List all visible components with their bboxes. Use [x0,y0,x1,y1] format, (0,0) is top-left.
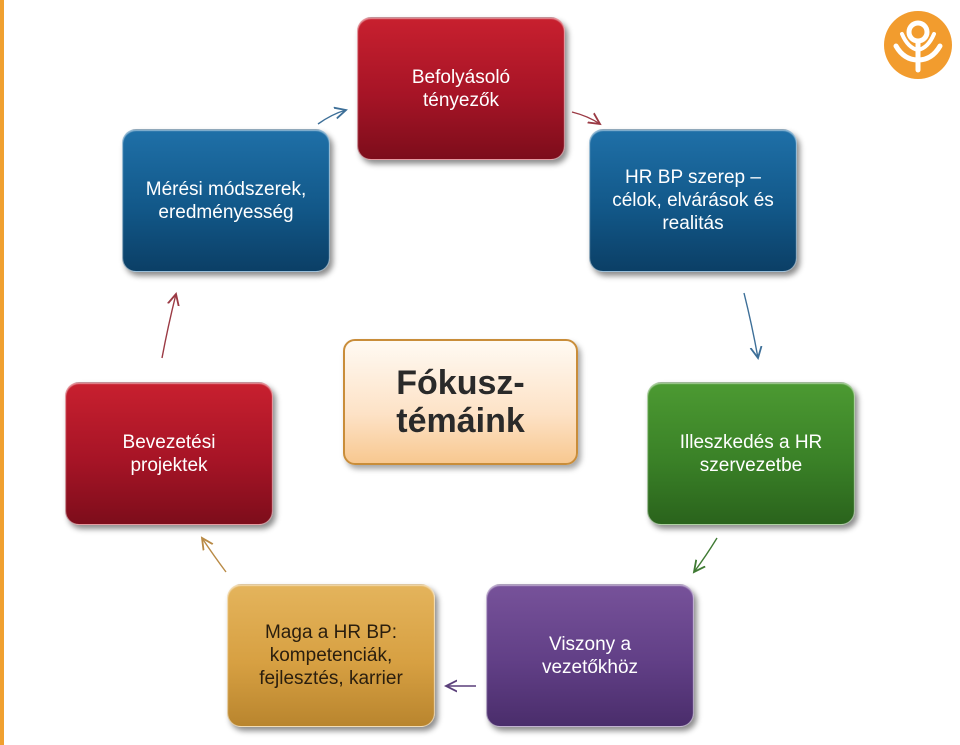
node-top-label: Befolyásoló tényezők [411,66,511,111]
arrow-topright-to-right [743,292,758,358]
node-right: Illeszkedés a HR szervezetbe [647,382,855,525]
arrow-bottomleft-to-left [202,538,227,573]
left-accent-stripe [0,0,4,745]
node-top-right: HR BP szerep – célok, elvárások és reali… [589,129,797,272]
logo-icon [884,11,952,79]
node-top-right-label: HR BP szerep – célok, elvárások és reali… [612,167,774,234]
arrow-right-to-bottomright [694,537,718,572]
node-bottom-right-label: Viszony a vezetőkhöz [541,633,639,678]
node-right-label: Illeszkedés a HR szervezetbe [679,431,823,476]
arrow-top-to-topright [571,111,600,124]
node-left: Bevezetési projektek [65,382,273,525]
arrow-topleft-to-top [317,110,346,125]
node-top-left-label: Mérési módszerek, eredményesség [145,178,307,223]
arrow-left-to-topleft [161,294,176,359]
node-bottom-left: Maga a HR BP: kompetenciák, fejlesztés, … [227,584,435,727]
node-bottom-right: Viszony a vezetőkhöz [486,584,694,727]
center-node: Fókusz- témáink [343,339,578,465]
center-node-label: Fókusz- témáink [396,364,525,440]
node-top: Befolyásoló tényezők [357,17,565,160]
node-top-left: Mérési módszerek, eredményesség [122,129,330,272]
node-left-label: Bevezetési projektek [122,431,216,476]
node-bottom-left-label: Maga a HR BP: kompetenciák, fejlesztés, … [259,622,403,689]
